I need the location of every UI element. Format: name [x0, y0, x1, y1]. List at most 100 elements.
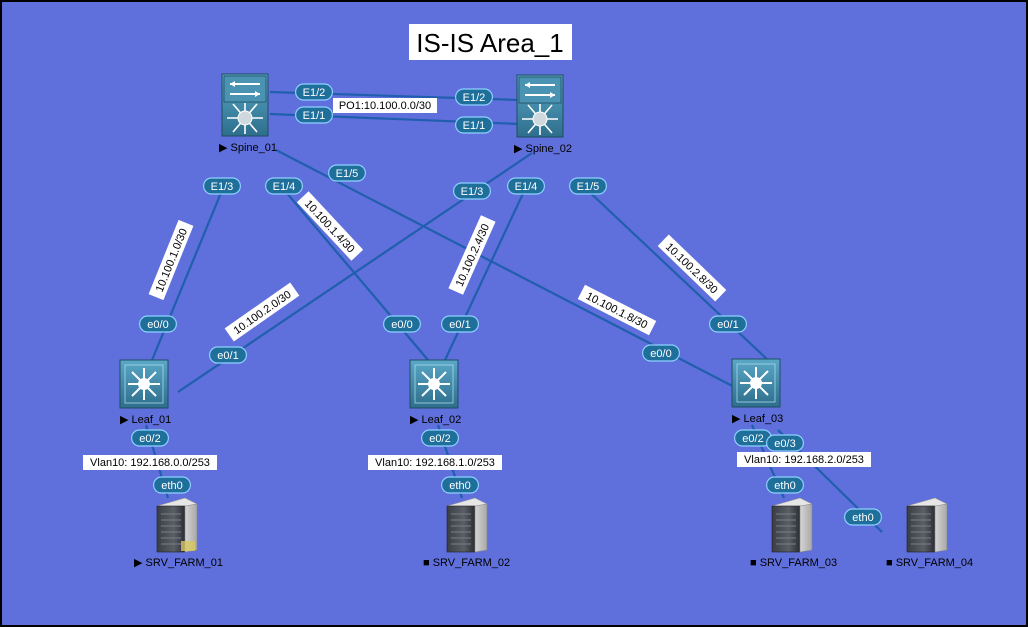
- interface-badge-l2-e02[interactable]: e0/2: [421, 429, 460, 447]
- node-name-spine-02: Spine_02: [526, 143, 573, 155]
- interface-label: e0/2: [139, 433, 160, 445]
- server-icon: [446, 497, 488, 553]
- l3-switch-icon: [731, 358, 781, 408]
- interface-badge-srv1-eth0[interactable]: eth0: [153, 476, 192, 494]
- node-srv-farm-01[interactable]: ▶ SRV_FARM_01: [134, 497, 223, 569]
- svg-text:Vlan10: 192.168.0.0/253: Vlan10: 192.168.0.0/253: [90, 457, 210, 469]
- svg-text:■ SRV_FARM_03: ■ SRV_FARM_03: [750, 557, 837, 569]
- server-icon: [771, 497, 813, 553]
- interface-badge-s2-e13[interactable]: E1/3: [453, 182, 492, 200]
- interface-label: e0/1: [217, 350, 238, 362]
- node-spine-02[interactable]: ▶ Spine_02: [514, 74, 572, 155]
- link-spine1-leaf1[interactable]: [148, 187, 225, 366]
- interface-label: eth0: [449, 480, 470, 492]
- interface-label: E1/2: [303, 87, 326, 99]
- interface-label: E1/5: [577, 181, 600, 193]
- subnet-label-po1: PO1:10.100.0.0/30: [333, 98, 437, 113]
- interface-badge-s2-e15[interactable]: E1/5: [568, 177, 607, 195]
- interface-label: e0/3: [774, 438, 795, 450]
- node-name-leaf-02: Leaf_02: [422, 414, 462, 426]
- interface-badge-srv2-eth0[interactable]: eth0: [441, 476, 480, 494]
- run-state-marker: ▶: [120, 414, 129, 426]
- run-state-marker: ■: [750, 557, 757, 569]
- interface-badge-l3-e01[interactable]: e0/1: [708, 315, 747, 333]
- interface-badge-s1-e12[interactable]: E1/2: [295, 83, 334, 101]
- interface-label: e0/2: [429, 433, 450, 445]
- interface-label: e0/1: [449, 319, 470, 331]
- interface-label: eth0: [774, 480, 795, 492]
- node-srv-farm-02[interactable]: ■ SRV_FARM_02: [423, 497, 510, 569]
- interface-label: E1/1: [303, 110, 326, 122]
- interface-badge-l1-e01[interactable]: e0/1: [209, 346, 248, 364]
- interface-badge-s1-e14[interactable]: E1/4: [265, 177, 304, 195]
- interface-badge-srv4-eth0[interactable]: eth0: [843, 508, 882, 526]
- interface-badge-s2-e11[interactable]: E1/1: [455, 116, 494, 134]
- server-highlight: [181, 541, 195, 551]
- interface-label: E1/1: [463, 120, 486, 132]
- svg-text:▶ Leaf_03: ▶ Leaf_03: [732, 413, 783, 425]
- node-leaf-03[interactable]: ▶ Leaf_03: [731, 358, 783, 425]
- svg-text:▶ SRV_FARM_01: ▶ SRV_FARM_01: [134, 557, 223, 569]
- interface-label: E1/4: [273, 181, 296, 193]
- run-state-marker: ▶: [134, 557, 143, 569]
- svg-text:▶ Leaf_02: ▶ Leaf_02: [410, 414, 461, 426]
- interface-badge-l3-e02[interactable]: e0/2: [733, 429, 772, 447]
- interface-label: e0/0: [650, 348, 671, 360]
- svg-text:▶ Spine_02: ▶ Spine_02: [514, 143, 572, 155]
- svg-text:■ SRV_FARM_02: ■ SRV_FARM_02: [423, 557, 510, 569]
- node-name-srv-farm-04: SRV_FARM_04: [896, 557, 973, 569]
- node-name-srv-farm-01: SRV_FARM_01: [146, 557, 223, 569]
- interface-label: eth0: [161, 480, 182, 492]
- node-leaf-02[interactable]: ▶ Leaf_02: [409, 359, 461, 426]
- node-srv-farm-03[interactable]: ■ SRV_FARM_03: [750, 497, 837, 569]
- svg-text:Vlan10: 192.168.1.0/253: Vlan10: 192.168.1.0/253: [375, 457, 495, 469]
- nexus-switch-icon: [516, 74, 564, 138]
- vlan-label-leaf-01: Vlan10: 192.168.0.0/253: [83, 455, 217, 470]
- interface-label: E1/2: [463, 92, 486, 104]
- nexus-switch-icon: [221, 73, 269, 137]
- interface-badge-l2-e00[interactable]: e0/0: [383, 315, 422, 333]
- node-srv-farm-04[interactable]: ■ SRV_FARM_04: [886, 497, 973, 569]
- vlan-label-leaf-03: Vlan10: 192.168.2.0/253: [737, 452, 871, 467]
- vlan-label-leaf-02: Vlan10: 192.168.1.0/253: [368, 455, 502, 470]
- interface-label: e0/2: [742, 433, 763, 445]
- run-state-marker: ▶: [410, 414, 419, 426]
- interface-badge-srv3-eth0[interactable]: eth0: [765, 476, 804, 494]
- node-name-srv-farm-02: SRV_FARM_02: [433, 557, 510, 569]
- interface-badge-l1-e00[interactable]: e0/0: [139, 315, 178, 333]
- node-spine-01[interactable]: ▶ Spine_01: [219, 73, 277, 154]
- interface-badge-l3-e00[interactable]: e0/0: [641, 344, 680, 362]
- interface-label: E1/5: [336, 168, 359, 180]
- node-name-leaf-03: Leaf_03: [744, 413, 784, 425]
- interface-badge-s1-e13[interactable]: E1/3: [203, 177, 242, 195]
- l3-switch-icon: [409, 359, 459, 409]
- node-leaf-01[interactable]: ▶ Leaf_01: [119, 359, 171, 426]
- node-name-leaf-01: Leaf_01: [132, 414, 172, 426]
- interface-badge-l1-e02[interactable]: e0/2: [131, 429, 170, 447]
- interface-badge-s1-e11[interactable]: E1/1: [295, 106, 334, 124]
- interface-label: e0/0: [391, 319, 412, 331]
- interface-label: E1/3: [461, 186, 484, 198]
- interface-badge-l2-e01[interactable]: e0/1: [441, 315, 480, 333]
- interface-badge-s2-e14[interactable]: E1/4: [507, 177, 546, 195]
- interface-label: E1/3: [211, 181, 234, 193]
- server-icon: [906, 497, 948, 553]
- run-state-marker: ▶: [514, 143, 523, 155]
- interface-badge-s1-e15[interactable]: E1/5: [328, 164, 367, 182]
- svg-text:Vlan10: 192.168.2.0/253: Vlan10: 192.168.2.0/253: [744, 454, 864, 466]
- interface-badge-s2-e12[interactable]: E1/2: [455, 88, 494, 106]
- svg-text:■ SRV_FARM_04: ■ SRV_FARM_04: [886, 557, 973, 569]
- run-state-marker: ■: [886, 557, 893, 569]
- title-box: [409, 24, 572, 60]
- svg-text:PO1:10.100.0.0/30: PO1:10.100.0.0/30: [339, 100, 431, 112]
- svg-text:▶ Spine_01: ▶ Spine_01: [219, 142, 277, 154]
- interface-badge-l3-e03[interactable]: e0/3: [765, 434, 804, 452]
- svg-text:▶ Leaf_01: ▶ Leaf_01: [120, 414, 171, 426]
- interface-label: e0/1: [717, 319, 738, 331]
- interface-label: e0/0: [147, 319, 168, 331]
- diagram-title: IS-IS Area_1: [416, 28, 563, 58]
- interface-label: E1/4: [515, 181, 538, 193]
- node-name-spine-01: Spine_01: [231, 142, 278, 154]
